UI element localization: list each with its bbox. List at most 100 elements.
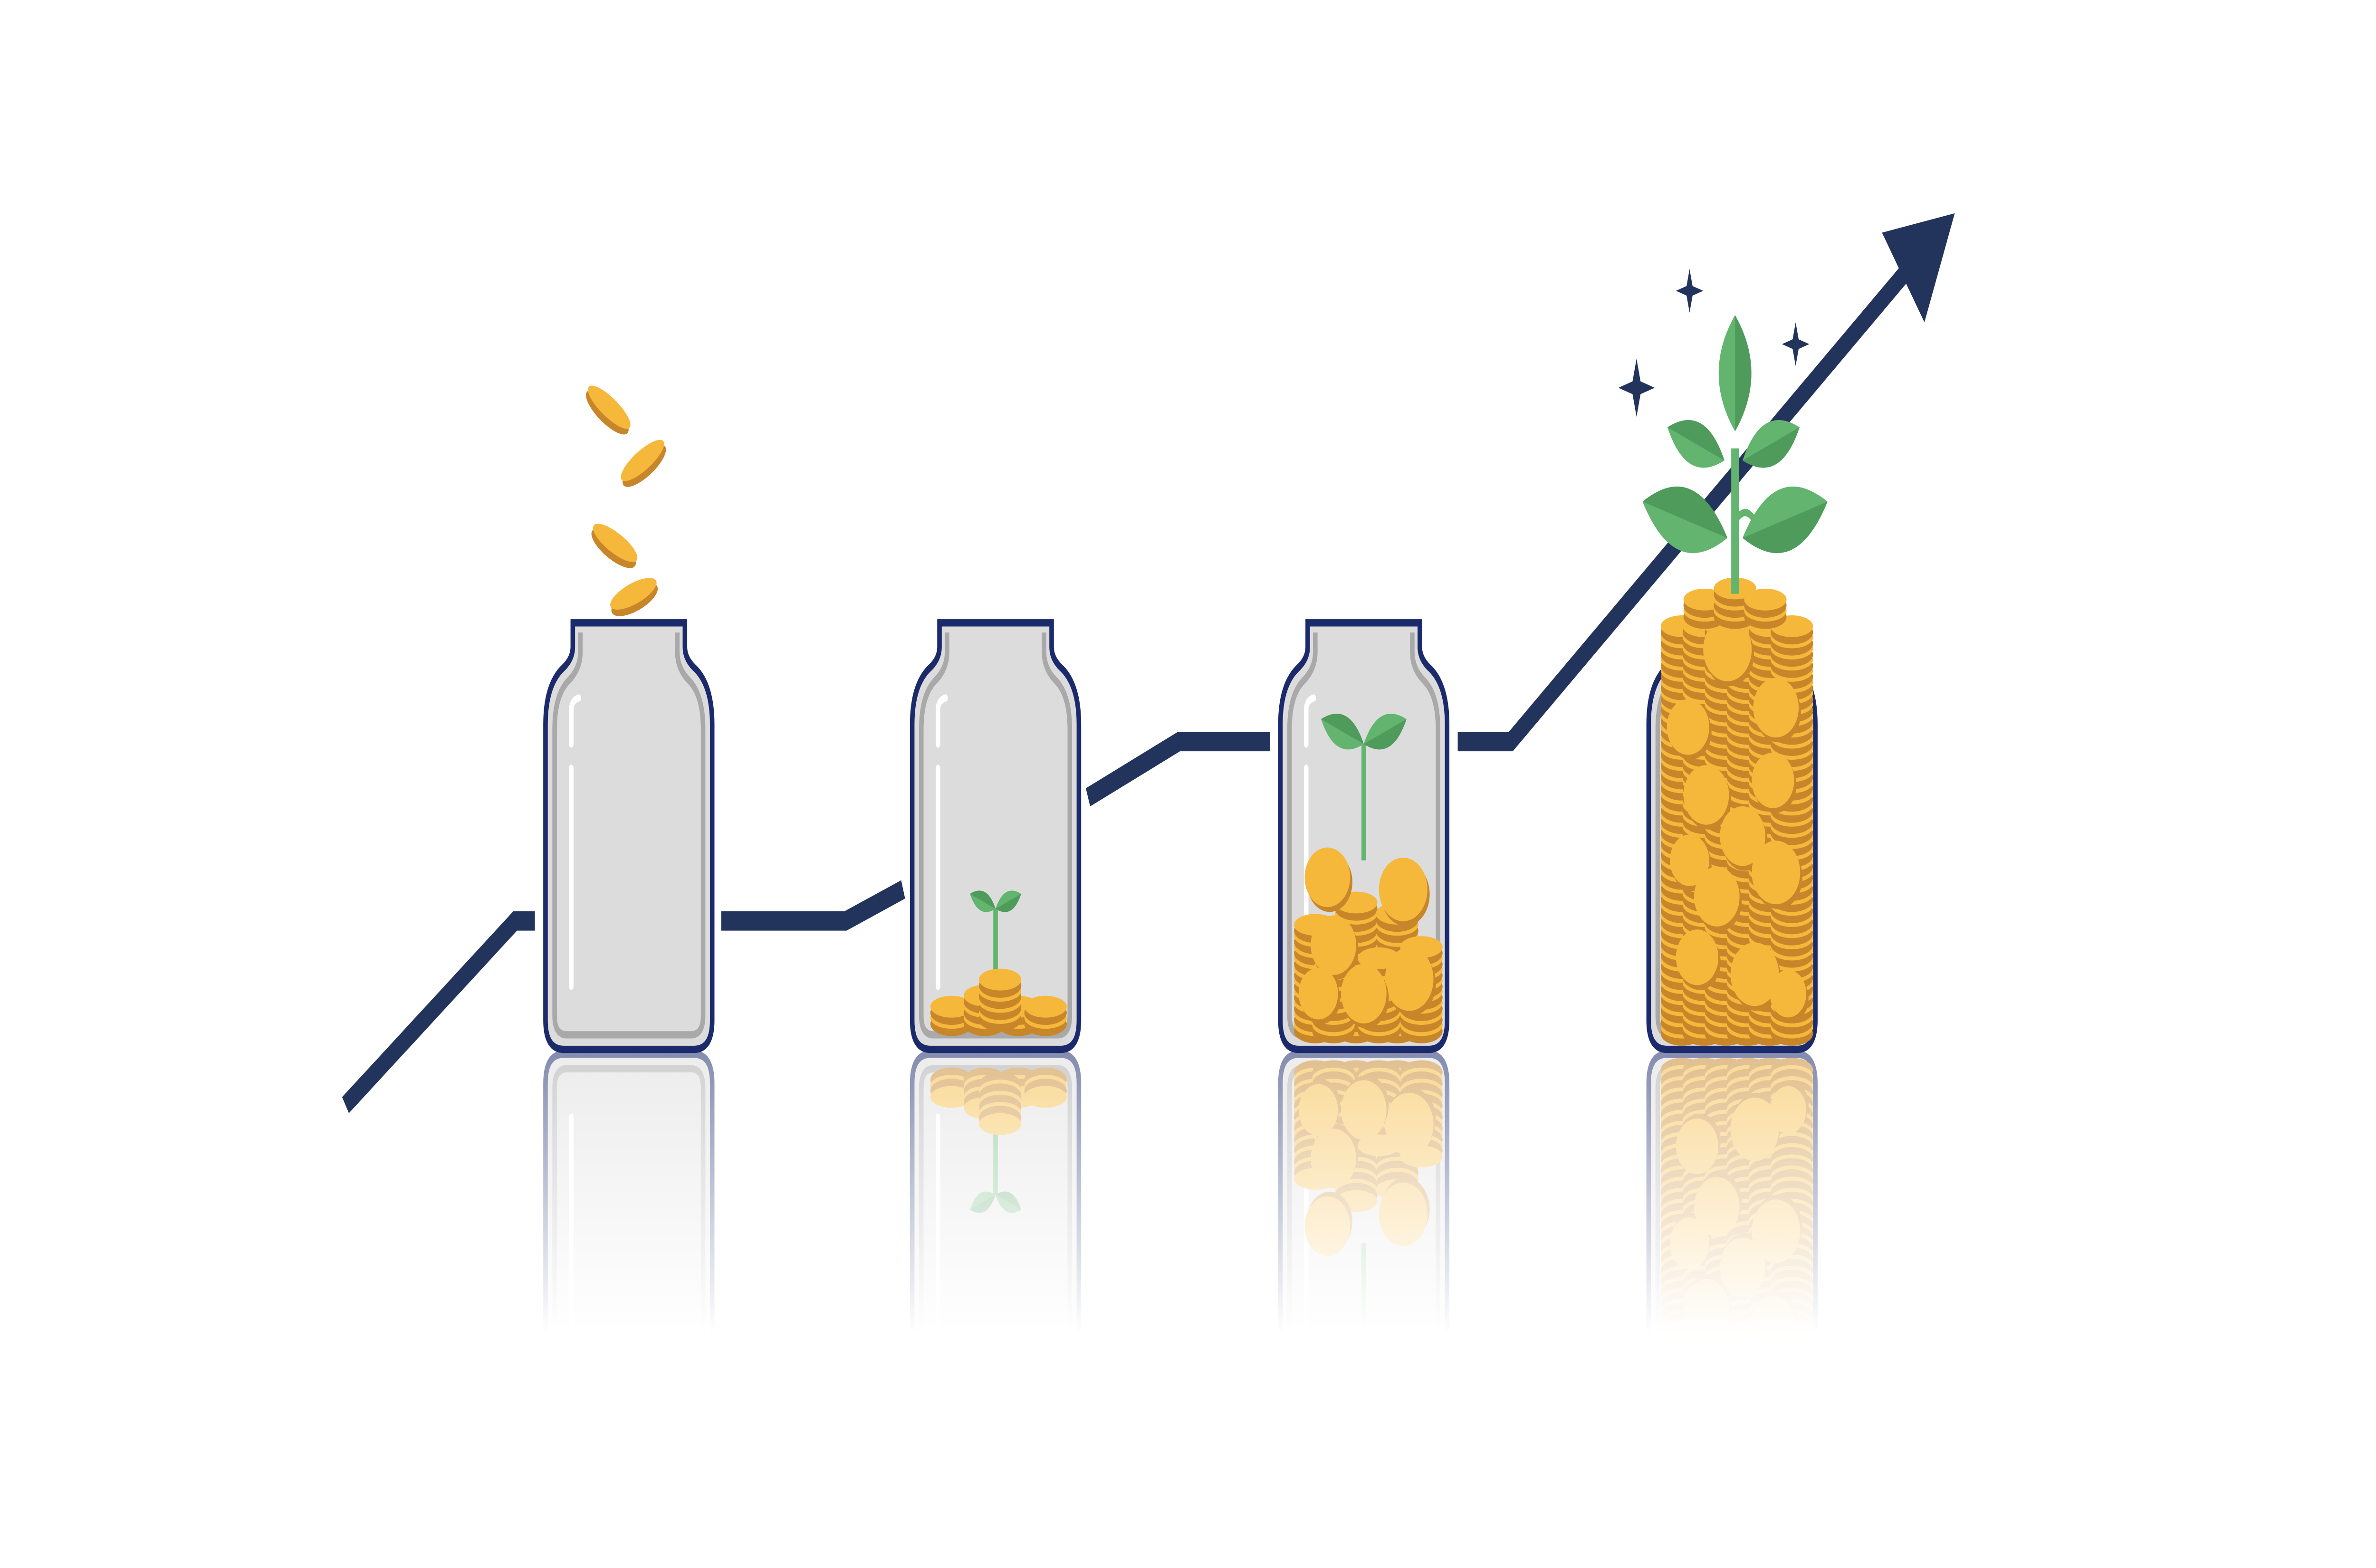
coin-face [1379,1182,1428,1246]
coin-face [1744,588,1787,611]
jar-reflections [546,1054,1815,1489]
coin-face [978,1113,1022,1135]
coin-face [1676,1118,1719,1175]
jar-inner-rim [919,632,1073,1039]
falling-coin [586,385,631,435]
leaf-dark-half [996,1191,1021,1210]
jar-contents [1660,1058,1813,1489]
coin-face [1667,699,1709,755]
coin-face [1771,1466,1813,1489]
jar-reflection [546,1054,712,1481]
jar-reflection [1648,1054,1815,1489]
falling-coin [621,440,666,487]
jar-highlight [569,1356,581,1409]
coin-face [930,1086,973,1108]
jar-highlight [1303,1356,1316,1409]
coin-face [1730,942,1779,1006]
jar-contents [930,890,1067,1036]
leaf [996,890,1021,912]
coin-face [1341,964,1387,1023]
trend-segment-2 [721,880,905,931]
leaf [1363,714,1407,750]
coin-face [1694,1177,1740,1237]
coin-face [1385,947,1434,1011]
jar-highlight [1303,694,1316,748]
coin-face [1703,618,1752,681]
falling-coins [586,385,666,616]
leaf-dark-half [1321,714,1364,744]
jars [546,315,1828,1050]
leaf-dark-half [1735,315,1752,431]
leaf-dark-half [1363,1354,1407,1385]
coin-face [1298,967,1338,1020]
trend-segment-3 [1085,732,1270,807]
leaf-dark-half [1363,719,1407,750]
coin-face [1667,1348,1709,1405]
jar-inner-rim [552,632,706,1039]
coin-face [1703,1422,1752,1486]
coin-face [1385,1092,1434,1157]
jar-contents [1294,714,1443,1043]
jar-empty-jar [546,623,712,1050]
coin-face [1341,1080,1387,1140]
jar-reflection [912,1054,1079,1481]
jar-highlight [936,1356,948,1409]
leaf [1718,315,1752,431]
coin-face [1024,995,1067,1018]
coin-face [1298,1084,1338,1136]
jar-seedling-jar [1281,623,1447,1050]
coin-face [1683,1279,1729,1339]
leaf-dark-half [970,890,996,909]
leaf [970,1191,996,1213]
jar-contents [930,1067,1067,1213]
coin-face [1676,929,1719,985]
trend-segment-1 [342,911,535,1113]
jar-highlight [936,694,948,748]
falling-coin [591,524,638,568]
leaf [1642,487,1728,554]
leaf [1667,420,1725,468]
coin-face [1752,752,1794,808]
arrow-head-icon [1882,213,1955,323]
leaf-dark-half [996,894,1021,912]
coin-face [1720,806,1765,866]
leaf [1743,420,1800,468]
jar-contents [1660,615,1813,1046]
leaf-light-half [1667,420,1725,468]
coin-face [1770,1086,1807,1134]
leaf [1363,1354,1407,1390]
coin-face [1379,857,1428,921]
coin-face [1770,970,1807,1018]
coin-face [1694,867,1740,927]
leaf [1321,1354,1364,1390]
sparkle-icon [1618,358,1655,417]
coin-face [621,440,664,481]
leaf [996,1191,1021,1213]
leaf-dark-half [1667,420,1725,461]
jar-reflection [1281,1054,1447,1481]
coin-face [1753,678,1799,738]
coin-face [593,524,638,562]
coin-face [1730,1097,1779,1161]
leaf [970,890,996,912]
jar-inner-rim [552,1065,706,1471]
jar-full-jar [1648,615,1815,1049]
leaf-dark-half [1743,427,1800,468]
coin-face [1683,765,1729,825]
coin-face [610,578,657,610]
leaf [1321,714,1364,750]
jar-inner-rim [919,1065,1073,1471]
coin-face [1304,847,1351,908]
jar-contents [1294,1060,1443,1390]
coin-face [1311,1128,1356,1188]
coin-face [930,995,973,1018]
leaf [1743,487,1828,554]
coin-face [1752,1199,1801,1263]
jar-sprout-jar [912,623,1079,1050]
coin-face [1670,834,1709,887]
falling-coin [610,578,658,616]
coin-face [1720,1237,1765,1298]
coin-face [588,385,631,429]
coin-face [1311,915,1356,975]
coin-face [1752,841,1801,905]
